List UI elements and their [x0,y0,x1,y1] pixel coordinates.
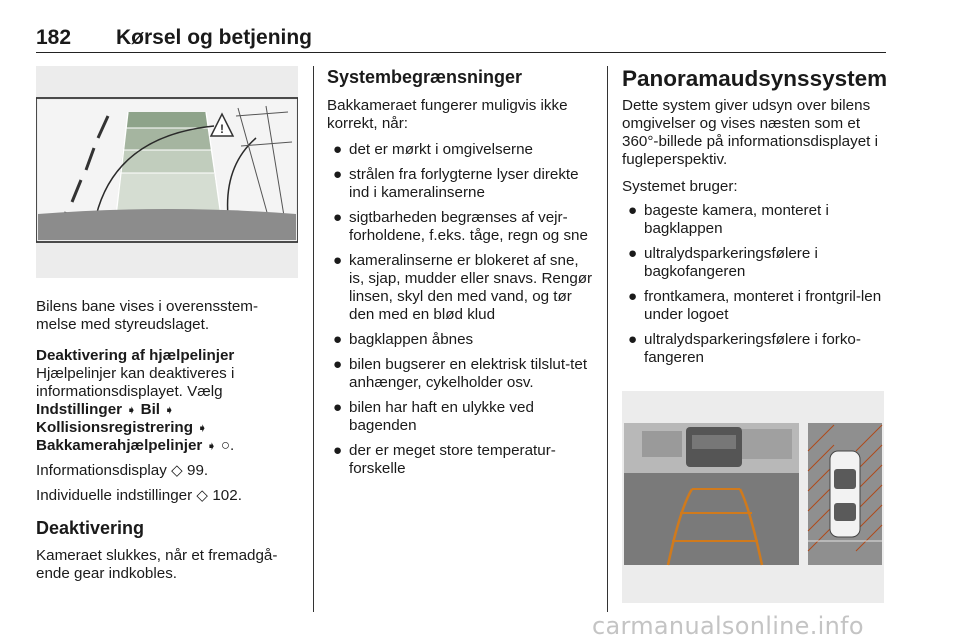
cross-reference-period: . [237,487,242,504]
menu-item-rear-camera-guides: Bakkamerahjælpelinjer [36,437,203,454]
column-divider [313,66,314,612]
watermark: carmanualsonline.info [592,612,864,640]
list-item: ● bilen bugserer en elektrisk tilslut-tet… [327,356,593,392]
list-item-text: der er meget store temperatur-forskelle [349,442,556,477]
panorama-system-heading: Panoramaudsynssystem [622,66,888,91]
system-uses-label: Systemet bruger: [622,178,738,195]
menu-arrow-icon: ➧ [197,421,208,435]
cross-reference-label: Individuelle indstillinger [36,487,193,504]
cross-reference-page: 99 [187,462,204,479]
list-item: ● frontkamera, monteret i frontgril-len u… [622,288,888,324]
deactivate-guides-text: Hjælpelinjer kan deaktiveres i informati… [36,365,235,400]
list-item: ● kameralinserne er blokeret af sne, is, … [327,252,593,324]
list-item: ● sigtbarheden begrænses af vejr-forholde… [327,209,593,245]
column-left: ! Bilens bane vises i overensstem-melse … [36,66,298,590]
menu-path: Indstillinger ➧ Bil ➧ Kollisionsregistre… [36,401,298,455]
bullet-icon: ● [333,331,343,348]
bullet-icon: ● [333,141,343,158]
bullet-icon: ● [628,331,638,348]
cross-reference-period: . [203,462,209,479]
cross-reference-page: 102 [212,487,238,504]
menu-arrow-icon: ➧ [206,439,217,453]
bullet-icon: ● [333,252,343,269]
list-item-text: sigtbarheden begrænses af vejr-forholden… [349,209,588,244]
list-item-text: bageste kamera, monteret i bagklappen [644,202,829,237]
column-middle: Systembegrænsninger Bakkameraet fungerer… [327,66,593,485]
list-item: ● bagklappen åbnes [327,331,593,349]
column-divider [607,66,608,612]
list-item-text: det er mørkt i omgivelserne [349,141,533,158]
page-reference-icon: ◇ [171,462,183,479]
system-components-list: ● bageste kamera, monteret i bagklappen ●… [622,202,888,367]
page-title: Kørsel og betjening [116,26,313,49]
warning-triangle-icon [209,112,235,137]
bullet-icon: ● [333,166,343,183]
page-reference-icon: ◇ [196,487,209,504]
list-item-text: bagklappen åbnes [349,331,474,348]
cross-reference-label: Informationsdisplay [36,462,167,479]
menu-item-car: Bil [140,401,161,418]
bullet-icon: ● [628,288,638,305]
list-item-text: ultralydsparkeringsfølere i forko-fanger… [644,331,861,366]
warning-exclamation-text: ! [220,122,224,136]
list-item-text: kameralinserne er blokeret af sne, is, s… [349,252,593,323]
system-limitations-heading: Systembegrænsninger [327,67,523,87]
menu-arrow-icon: ➧ [164,403,175,417]
list-item: ● bageste kamera, monteret i bagklappen [622,202,888,238]
figure-caption: Bilens bane vises i overensstem-melse me… [36,298,259,333]
menu-arrow-icon: ➧ [126,403,137,417]
panorama-view-illustration [622,391,884,603]
bullet-icon: ● [628,245,638,262]
system-limitations-intro: Bakkameraet fungerer muligvis ikke korre… [327,97,568,132]
list-item: ● det er mørkt i omgivelserne [327,141,593,159]
list-item-text: strålen fra forlygterne lyser direkte in… [349,166,579,201]
rear-camera-guidelines-illustration: ! [36,66,298,278]
list-item-text: bilen har haft en ulykke ved bagenden [349,399,534,434]
deactivation-text: Kameraet slukkes, når et fremadgå-ende g… [36,547,278,582]
limitations-list: ● det er mørkt i omgivelserne ● strålen fr… [327,141,593,478]
list-item: ● ultralydsparkeringsfølere i bagkofanger… [622,245,888,281]
list-item: ● ultralydsparkeringsfølere i forko-fange… [622,331,888,367]
list-item-text: bilen bugserer en elektrisk tilslut-tet … [349,356,588,391]
deactivation-heading: Deaktivering [36,518,145,538]
cross-reference: Individuelle indstillinger ◇ 102. [36,487,298,505]
list-item-text: frontkamera, monteret i frontgril-len un… [644,288,882,323]
bullet-icon: ● [628,202,638,219]
bullet-icon: ● [333,399,343,416]
column-right: Panoramaudsynssystem Dette system giver … [622,66,888,603]
menu-item-collision-detection: Kollisionsregistrering [36,419,193,436]
list-item: ● der er meget store temperatur-forskelle [327,442,593,478]
bullet-icon: ● [333,209,343,226]
bullet-icon: ● [333,442,343,459]
menu-item-settings: Indstillinger [36,401,123,418]
checkbox-circle-icon: ○ [220,437,231,454]
menu-path-period: . [230,437,235,454]
bullet-icon: ● [333,356,343,373]
list-item: ● strålen fra forlygterne lyser direkte i… [327,166,593,202]
panorama-system-intro: Dette system giver udsyn over bilens omg… [622,97,878,168]
page-header: 182 Kørsel og betjening [36,26,886,53]
deactivate-guides-heading: Deaktivering af hjælpelinjer [36,347,235,364]
list-item: ● bilen har haft en ulykke ved bagenden [327,399,593,435]
list-item-text: ultralydsparkeringsfølere i bagkofangere… [644,245,818,280]
cross-reference: Informationsdisplay ◇ 99. [36,462,298,480]
page-number: 182 [36,26,72,49]
